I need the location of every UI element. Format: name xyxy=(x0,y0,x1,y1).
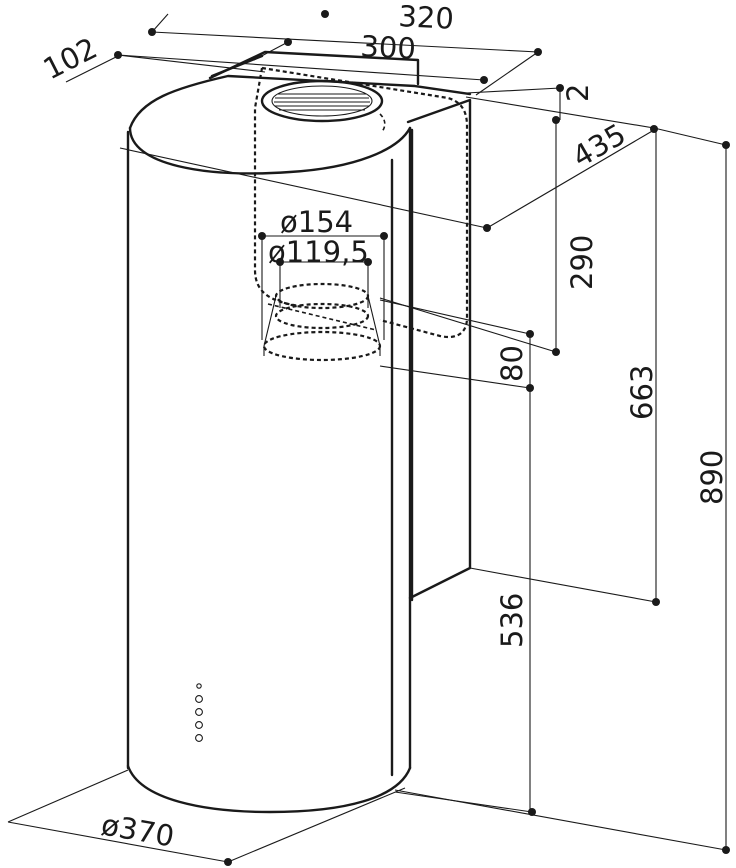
dimension-dots xyxy=(114,10,730,866)
dimension-dia154: ø154 xyxy=(280,205,353,239)
dimension-dia119: ø119,5 xyxy=(268,235,369,269)
dimension-80: 80 xyxy=(495,345,529,382)
hood-body xyxy=(126,50,472,814)
internal-housing-outline xyxy=(253,66,469,339)
dimension-435: 435 xyxy=(567,117,632,174)
exhaust-grille-icon xyxy=(260,79,384,123)
dimension-320: 320 xyxy=(398,0,455,36)
duct-outlet-icon xyxy=(262,282,382,362)
dimension-290: 290 xyxy=(565,235,599,290)
dimension-102: 102 xyxy=(38,31,103,86)
dimension-lines xyxy=(7,13,727,863)
dimension-2: 2 xyxy=(561,84,595,102)
dimension-663: 663 xyxy=(625,365,659,420)
control-buttons xyxy=(195,683,203,742)
dimension-536: 536 xyxy=(495,593,529,648)
dimension-dia370: ø370 xyxy=(99,807,177,853)
dimension-890: 890 xyxy=(695,450,729,505)
dimension-labels: 320 300 102 2 435 290 ø154 ø119,5 80 663… xyxy=(38,0,729,854)
dimension-300: 300 xyxy=(360,29,417,66)
